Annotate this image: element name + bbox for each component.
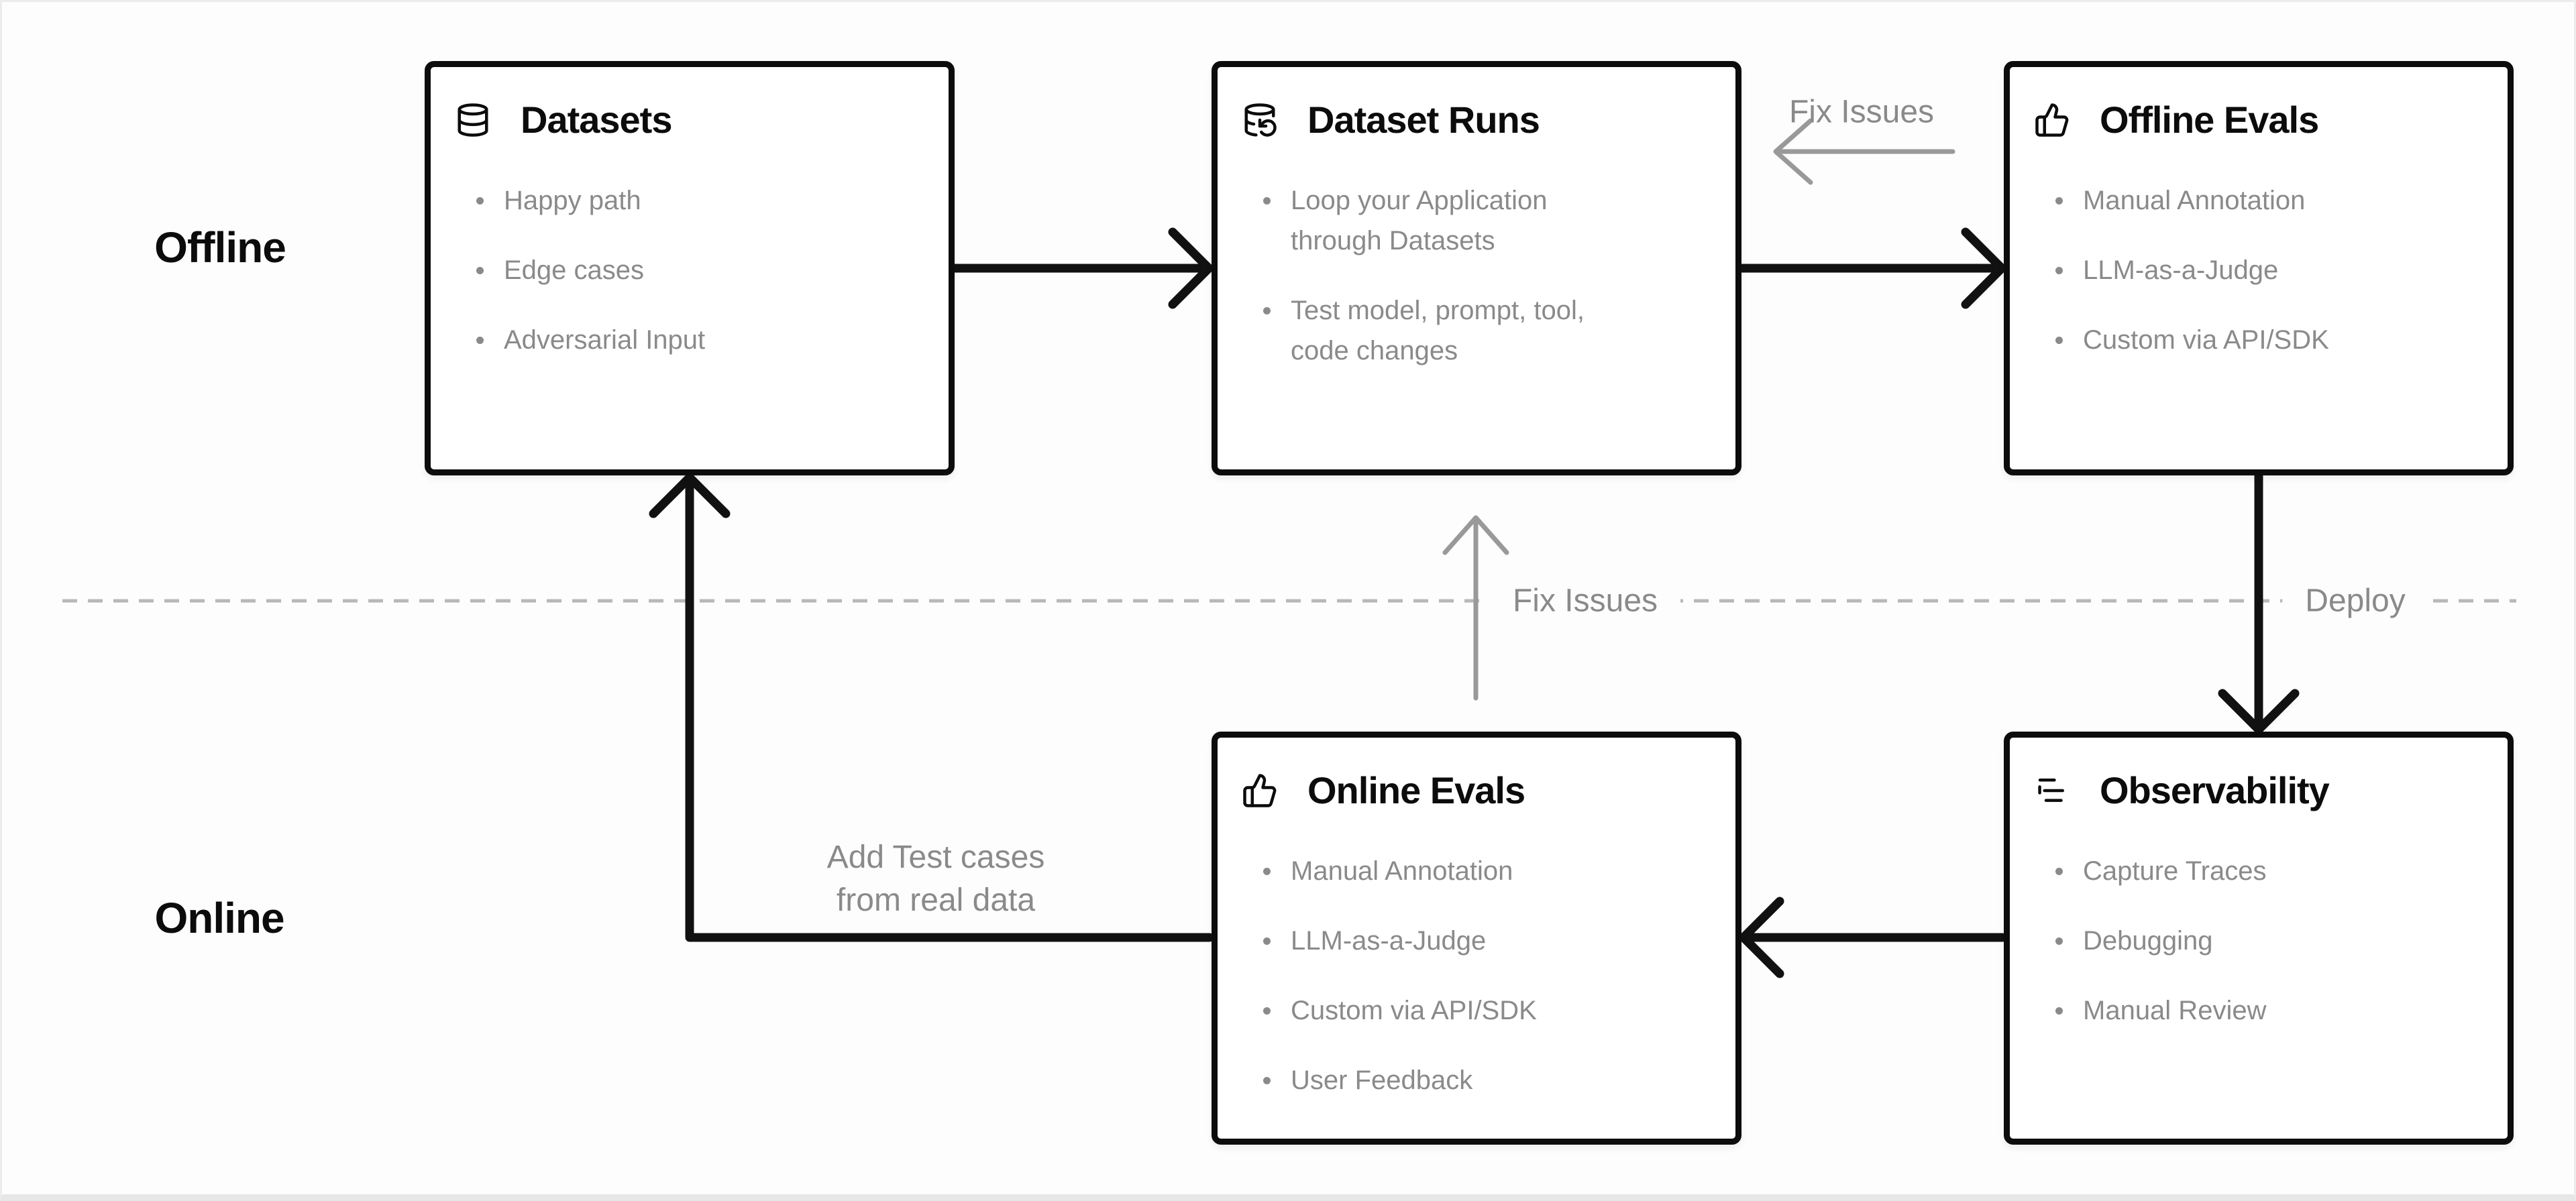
add-test-cases-line1: Add Test cases (826, 840, 1045, 875)
bullet-item: Loop your Application through Datasets (1259, 180, 1709, 261)
arrow-observability-to-online-evals (1739, 897, 2007, 978)
bullet-dot (1263, 1077, 1271, 1084)
add-test-cases-label: Add Test cases from real data (827, 836, 1045, 922)
box-title: Observability (2100, 769, 2330, 811)
box-title: Dataset Runs (1307, 99, 1540, 141)
bullet-item: User Feedback (1259, 1060, 1709, 1100)
arrow-datasets-to-dataset-runs (951, 227, 1214, 309)
observability-bullet-list: Capture Traces Debugging Manual Review (2034, 851, 2481, 1031)
box-title: Online Evals (1307, 769, 1525, 811)
online-section-label: Online (154, 894, 284, 942)
bullet-dot (1263, 307, 1271, 314)
arrow-fix-issues-top (1773, 118, 1955, 185)
bullet-dot (476, 197, 484, 205)
bullet-item: Custom via API/SDK (1259, 990, 1709, 1031)
bullet-item: Custom via API/SDK (2051, 320, 2481, 360)
fix-issues-top-label: Fix Issues (1788, 94, 1935, 130)
box-title: Offline Evals (2100, 99, 2319, 141)
database-icon (458, 103, 488, 137)
offline-section-label: Offline (154, 223, 286, 272)
dataset-runs-title-row: Dataset Runs (1242, 98, 1709, 141)
bullet-item: Debugging (2051, 921, 2481, 961)
dataset-runs-bullet-list: Loop your Application through Datasets T… (1242, 180, 1709, 371)
bullet-item: LLM-as-a-Judge (1259, 921, 1709, 961)
bullet-item: Edge cases (472, 250, 922, 290)
datasets-bullet-list: Happy path Edge cases Adversarial Input (455, 180, 922, 360)
observability-title-row: Observability (2034, 768, 2481, 812)
bullet-item: LLM-as-a-Judge (2051, 250, 2481, 290)
offline-evals-title-row: Offline Evals (2034, 98, 2481, 141)
bullet-dot (476, 337, 484, 344)
traces-icon (2038, 778, 2064, 802)
bullet-dot (2055, 267, 2063, 274)
offline-evals-box: Offline Evals Manual Annotation LLM-as-a… (2004, 61, 2514, 475)
dataset-runs-box: Dataset Runs Loop your Application throu… (1212, 61, 1741, 475)
observability-box: Observability Capture Traces Debugging M… (2004, 732, 2514, 1145)
fix-issues-middle-label: Fix Issues (1489, 578, 1681, 624)
add-test-cases-line2: from real data (836, 882, 1036, 918)
arrow-dataset-runs-to-offline-evals (1737, 227, 2006, 309)
arrow-offline-evals-to-observability (2218, 471, 2300, 734)
bullet-item: Test model, prompt, tool, code changes (1259, 290, 1709, 371)
bullet-item: Adversarial Input (472, 320, 922, 360)
arrow-fix-issues-middle (1442, 515, 1509, 701)
bullet-dot (2055, 937, 2063, 945)
bullet-dot (1263, 197, 1271, 205)
bullet-dot (1263, 868, 1271, 875)
bullet-item: Capture Traces (2051, 851, 2481, 891)
bullet-item: Manual Review (2051, 990, 2481, 1031)
bullet-dot (1263, 937, 1271, 945)
bullet-item: Manual Annotation (2051, 180, 2481, 221)
online-evals-bullet-list: Manual Annotation LLM-as-a-Judge Custom … (1242, 851, 1709, 1100)
bullet-dot (2055, 337, 2063, 344)
box-title: Datasets (521, 99, 672, 141)
datasets-title-row: Datasets (455, 98, 922, 141)
bullet-dot (476, 267, 484, 274)
deploy-label: Deploy (2282, 578, 2428, 624)
thumbs-up-icon (1243, 773, 1277, 807)
database-loop-icon (1244, 103, 1277, 137)
bullet-dot (1263, 1007, 1271, 1015)
bullet-item: Manual Annotation (1259, 851, 1709, 891)
thumbs-up-icon (2035, 103, 2069, 137)
offline-evals-bullet-list: Manual Annotation LLM-as-a-Judge Custom … (2034, 180, 2481, 360)
bullet-dot (2055, 868, 2063, 875)
online-evals-title-row: Online Evals (1242, 768, 1709, 812)
bullet-dot (2055, 1007, 2063, 1015)
arrow-online-evals-to-datasets (649, 473, 1214, 942)
bullet-dot (2055, 197, 2063, 205)
online-evals-box: Online Evals Manual Annotation LLM-as-a-… (1212, 732, 1741, 1145)
datasets-box: Datasets Happy path Edge cases Adversari… (425, 61, 955, 475)
bullet-item: Happy path (472, 180, 922, 221)
